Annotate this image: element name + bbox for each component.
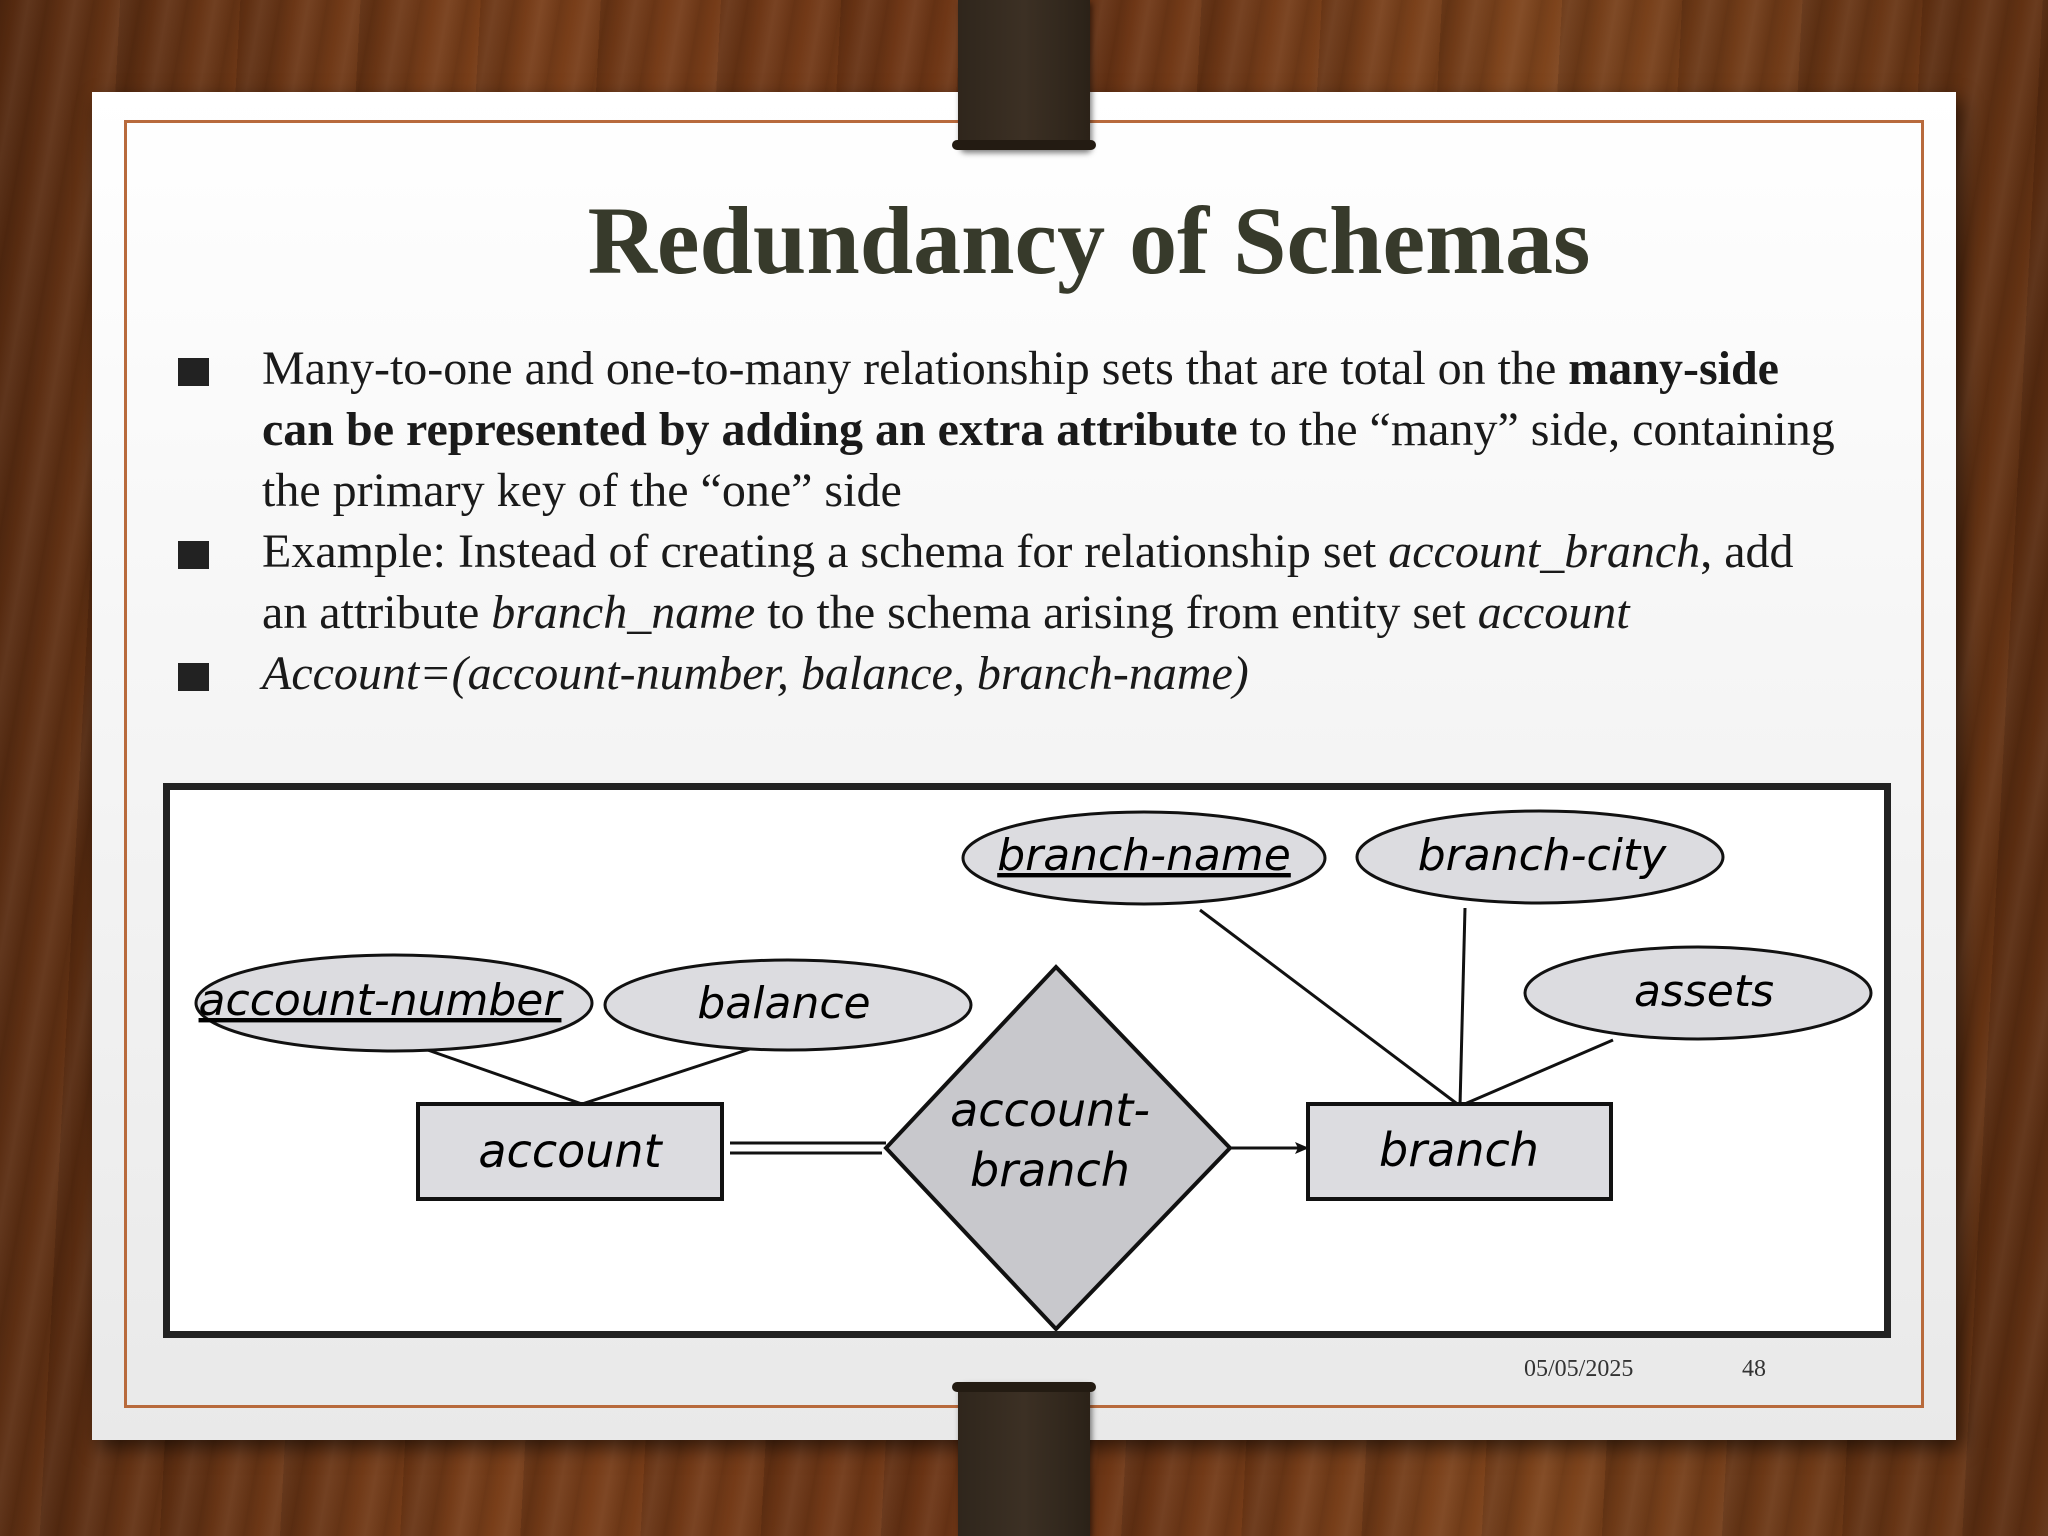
attribute-assets: assets	[1523, 945, 1873, 1041]
bottom-binder-clip	[952, 1382, 1096, 1536]
slide-page-number: 48	[1742, 1356, 1766, 1382]
bullet-square-icon	[178, 541, 209, 569]
attribute-branch-name: branch-name	[961, 810, 1327, 906]
top-binder-clip	[952, 0, 1096, 150]
bullet-1-bold-text: many-side can be represented by adding a…	[262, 342, 1779, 456]
bullet-2-italic-a: account_branch	[1388, 525, 1701, 578]
relationship-account-branch: account- branch	[883, 964, 1233, 1332]
attribute-branch-name-label: branch-name	[997, 830, 1291, 881]
entity-account: account	[416, 1102, 724, 1201]
bullet-1-text-a: Many-to-one and one-to-many relationship…	[262, 342, 1569, 395]
attribute-balance: balance	[603, 958, 973, 1052]
branch-name-connector	[1199, 908, 1461, 1108]
bullet-item-1: Many-to-one and one-to-many relationship…	[178, 338, 1838, 521]
entity-branch: branch	[1306, 1102, 1613, 1201]
bullet-square-icon	[178, 663, 209, 691]
top-clip-lip	[952, 140, 1096, 150]
slide-date: 05/05/2025	[1524, 1356, 1634, 1382]
slide-title: Redundancy of Schemas	[587, 187, 1591, 294]
bullet-2-italic-c: account	[1477, 586, 1630, 639]
bullet-item-2: Example: Instead of creating a schema fo…	[178, 521, 1838, 643]
er-diagram: account-number balance branch-name branc…	[194, 809, 1873, 1332]
assets-connector	[1459, 1038, 1614, 1108]
bottom-clip-lip	[952, 1382, 1096, 1392]
attribute-branch-city-label: branch-city	[1418, 830, 1667, 881]
bullet-item-3: Account=(account-number, balance, branch…	[178, 643, 1838, 704]
bullet-2-text-a: Example: Instead of creating a schema fo…	[262, 525, 1389, 578]
branch-city-connector	[1458, 907, 1467, 1107]
bullet-list: Many-to-one and one-to-many relationship…	[178, 338, 1838, 704]
attribute-account-number: account-number	[194, 953, 594, 1053]
account-number-connector	[421, 1046, 583, 1106]
bullet-square-icon	[178, 358, 209, 386]
er-diagram-frame: account-number balance branch-name branc…	[163, 783, 1891, 1338]
bullet-2-text-b: , add an attribute	[262, 525, 1794, 639]
bullet-3-italic: Account=(account-number, balance, branch…	[262, 647, 1249, 700]
bullet-2-text-c: to the schema arising from entity set	[755, 586, 1478, 639]
relationship-label-line-1: account-	[950, 1083, 1150, 1137]
entity-account-label: account	[478, 1124, 663, 1178]
attribute-assets-label: assets	[1634, 966, 1774, 1017]
entity-branch-label: branch	[1379, 1123, 1539, 1177]
bullet-2-italic-b: branch_name	[491, 586, 756, 639]
bullet-1-text-b: to the “many” side, containing the prima…	[262, 403, 1835, 517]
attribute-branch-city: branch-city	[1355, 809, 1725, 905]
balance-connector	[581, 1046, 754, 1106]
connector-lines	[421, 907, 1614, 1155]
attribute-balance-label: balance	[697, 978, 870, 1029]
attribute-account-number-label: account-number	[199, 975, 565, 1026]
relationship-label-line-2: branch	[970, 1143, 1130, 1197]
